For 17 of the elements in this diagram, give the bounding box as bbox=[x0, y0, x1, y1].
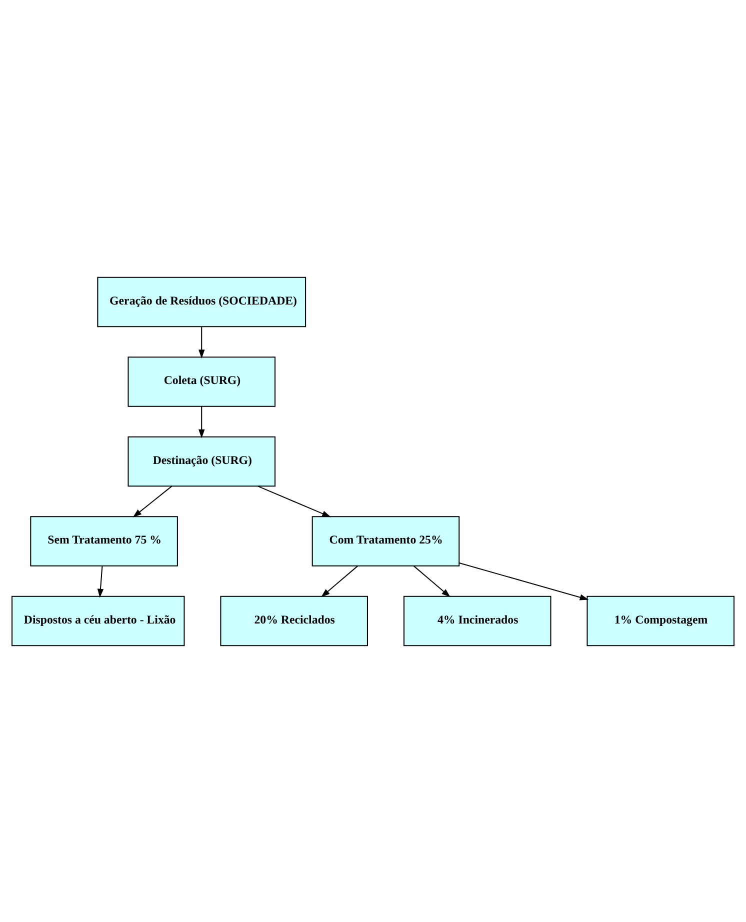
node-box: Destinação (SURG) bbox=[128, 436, 276, 486]
arrow bbox=[258, 485, 331, 517]
arrow bbox=[198, 406, 205, 438]
node-box: 20% Reciclados bbox=[220, 595, 368, 646]
node-box: Dispostos a céu aberto - Lixão bbox=[12, 595, 185, 646]
node-box: Com Tratamento 25% bbox=[312, 516, 460, 566]
node-box: Coleta (SURG) bbox=[128, 356, 276, 406]
arrow bbox=[321, 565, 358, 597]
node-box: Sem Tratamento 75 % bbox=[30, 516, 178, 566]
arrow bbox=[97, 565, 104, 598]
arrow bbox=[132, 485, 172, 517]
arrow bbox=[198, 326, 205, 358]
arrow bbox=[413, 565, 450, 597]
arrow bbox=[459, 562, 589, 600]
node-box: 1% Compostagem bbox=[586, 595, 734, 646]
node-box: 4% Incinerados bbox=[403, 595, 552, 646]
node-box: Geração de Resíduos (SOCIEDADE) bbox=[97, 276, 306, 327]
